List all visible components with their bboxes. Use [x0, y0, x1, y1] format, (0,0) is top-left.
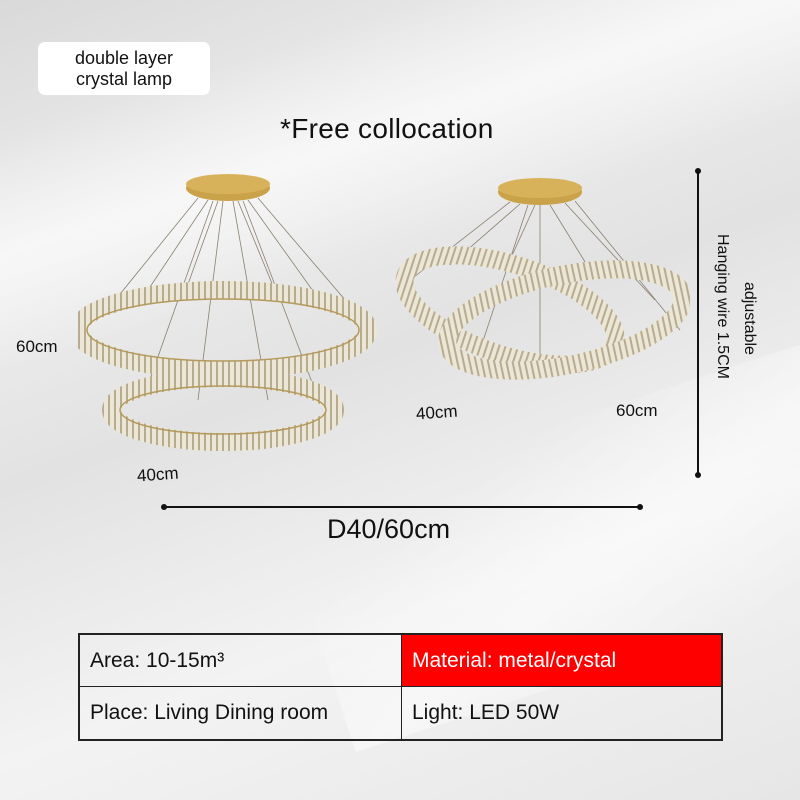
spec-place: Place: Living Dining room [90, 701, 329, 724]
spec-light: Light: LED 50W [401, 687, 721, 739]
product-badge: double layer crystal lamp [38, 42, 210, 95]
interlocked-ring-chandelier-image [395, 178, 690, 380]
left-outer-diameter-label: 60cm [16, 337, 58, 356]
diameter-label: D40/60cm [327, 514, 451, 544]
right-small-ring-label: 40cm [415, 401, 459, 424]
width-dimension-line [163, 506, 641, 508]
badge-line-2: crystal lamp [75, 68, 173, 89]
dimension-endpoint [695, 472, 701, 478]
badge-line-1: double layer [74, 47, 174, 68]
adjustable-label: adjustable [741, 282, 758, 355]
hanging-wire-label: Hanging wire 1.5CM [714, 234, 731, 379]
dimension-endpoint [161, 504, 167, 510]
left-inner-diameter-label: 40cm [136, 463, 180, 486]
height-dimension-line [697, 170, 699, 476]
stacked-ring-chandelier-image [78, 174, 377, 451]
spec-area: Area: 10-15m³ [80, 635, 401, 687]
spec-material: Material: metal/crystal [401, 635, 721, 687]
dimension-endpoint [695, 168, 701, 174]
right-large-ring-label: 60cm [616, 401, 658, 420]
spec-table: Area: 10-15m³ Material: metal/crystal Pl… [78, 633, 723, 741]
headline: *Free collocation [280, 113, 494, 144]
dimension-endpoint [637, 504, 643, 510]
